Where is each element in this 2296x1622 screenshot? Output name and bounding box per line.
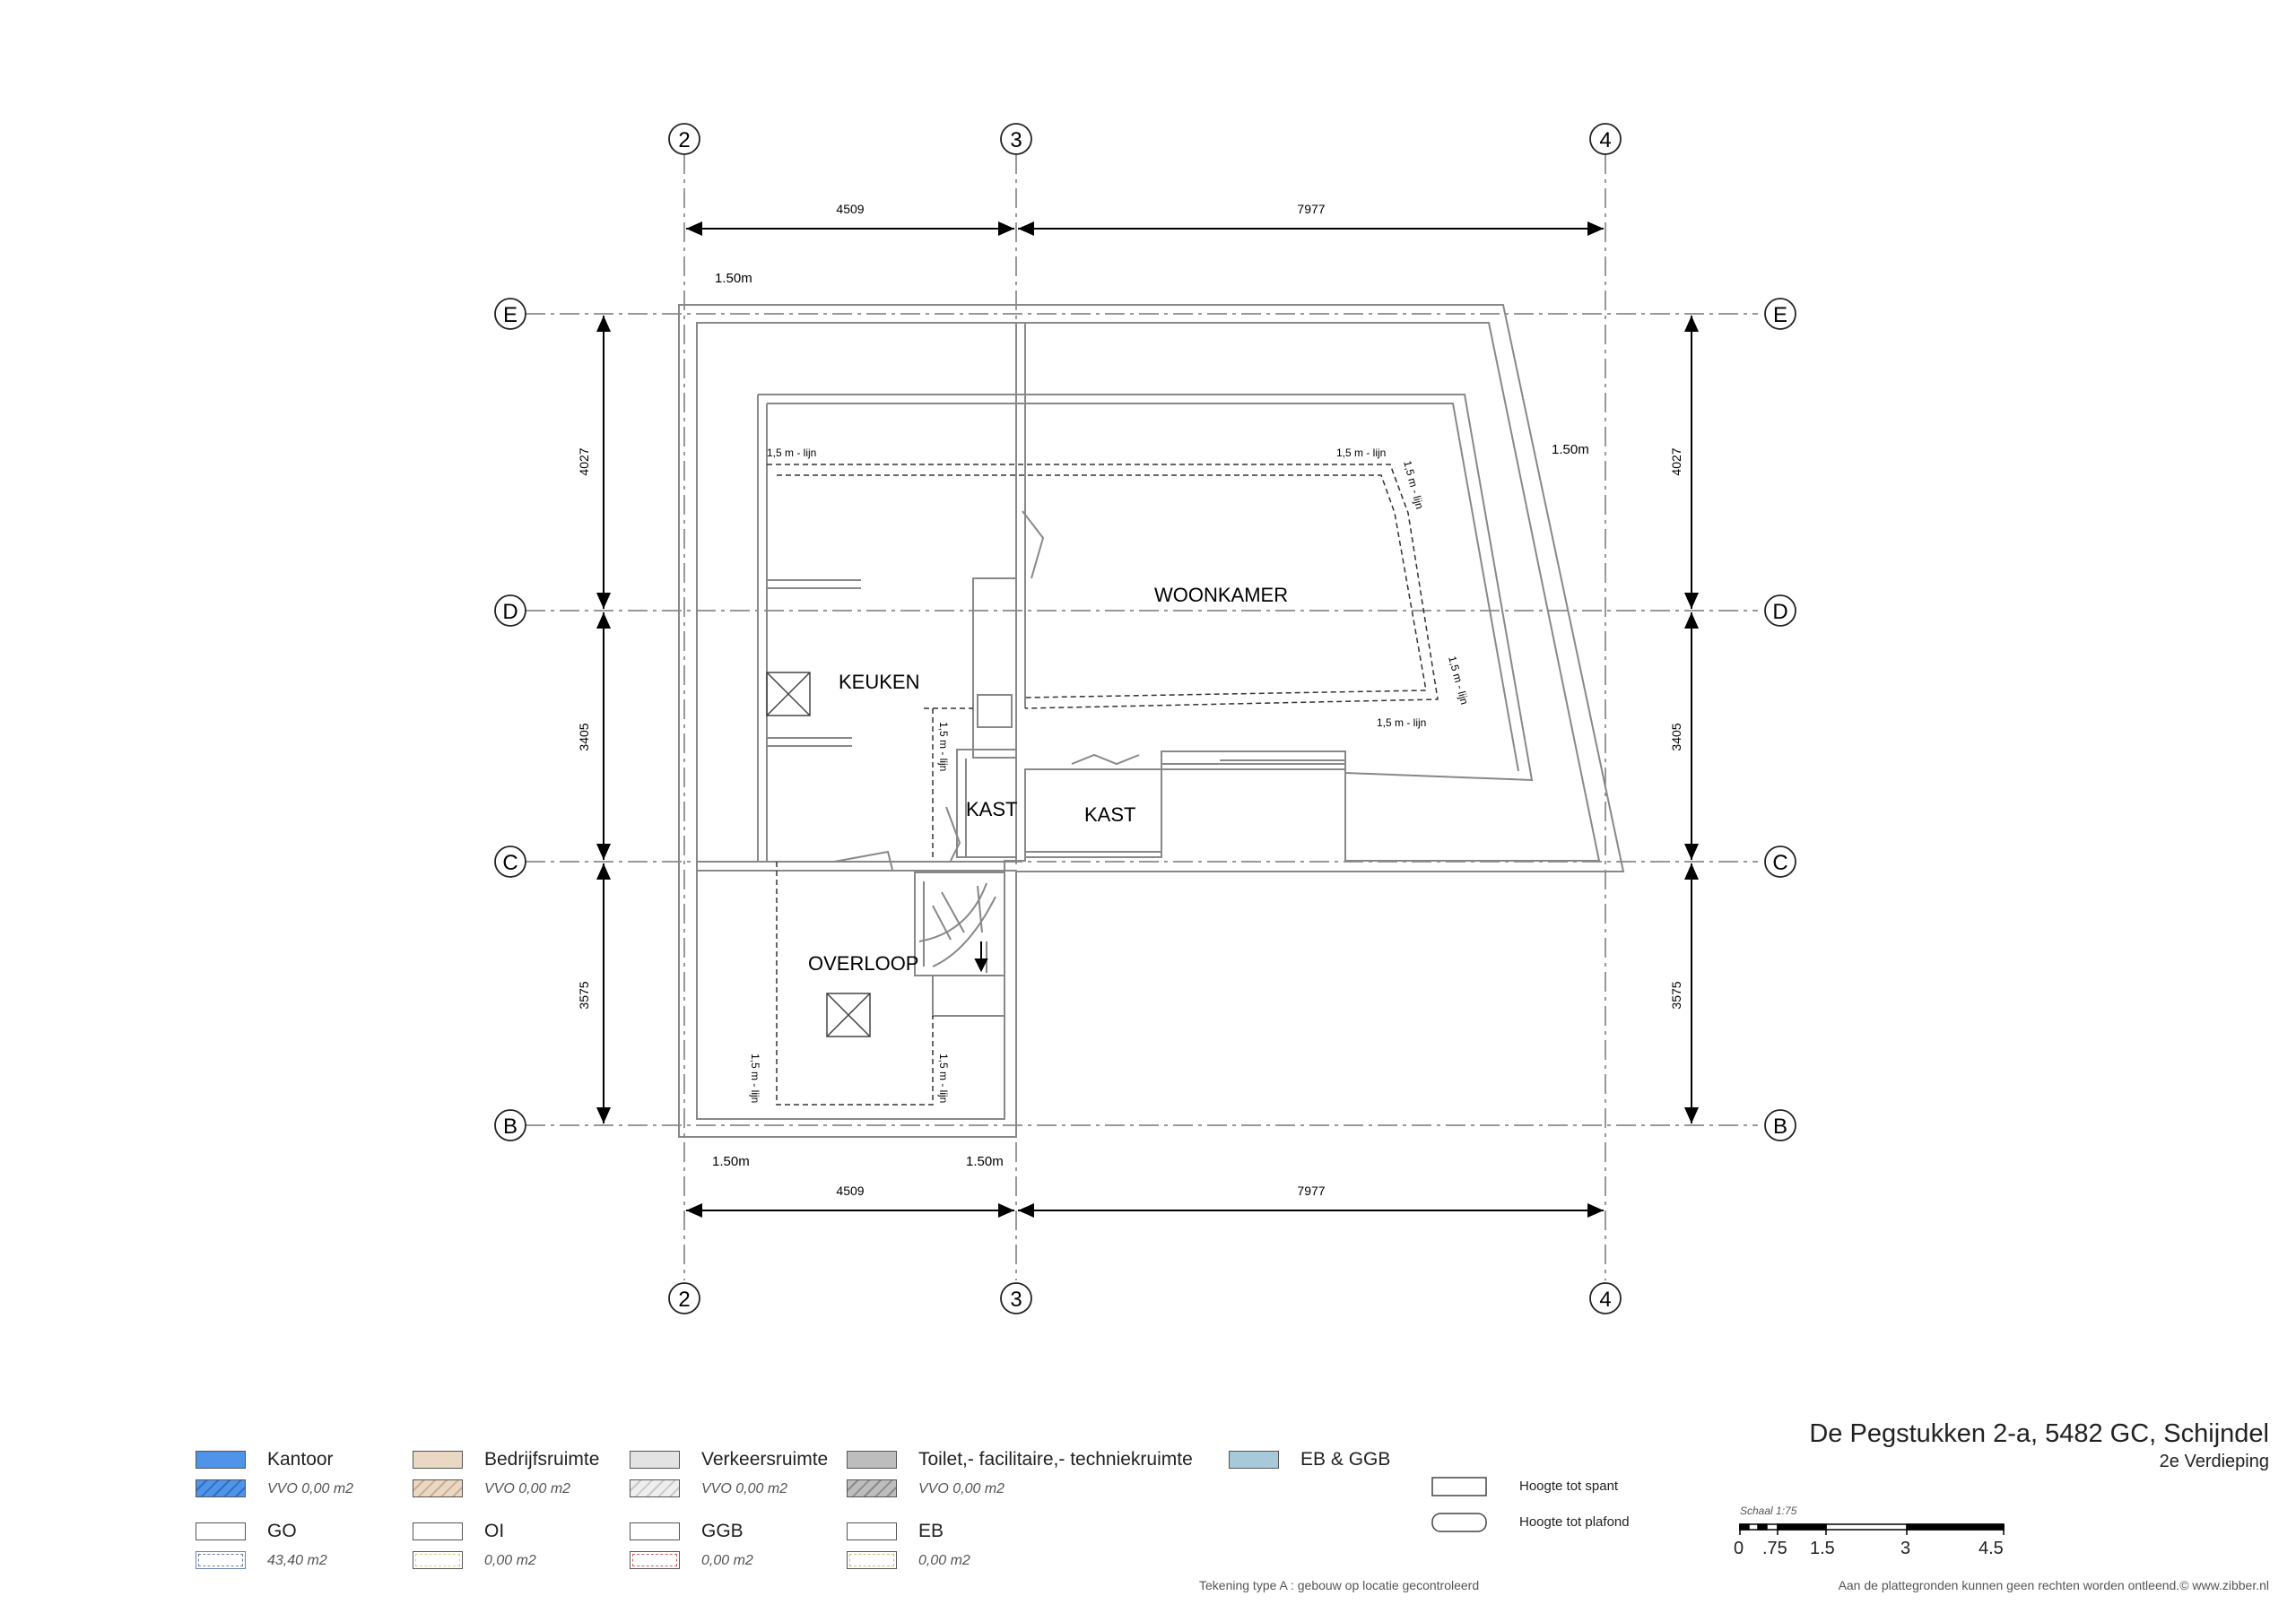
grid-row-b-left: B — [503, 1115, 517, 1139]
room-keuken: KEUKEN — [839, 671, 919, 693]
scale-tick-3: 3 — [1900, 1539, 1911, 1558]
grid-row-b-right: B — [1773, 1115, 1787, 1139]
room-kast-1: KAST — [966, 798, 1017, 820]
hoogte-legend-shapes — [1431, 1477, 1487, 1532]
dim-left-1: 4027 — [577, 447, 591, 475]
address-title: De Pegstukken 2-a, 5482 GC, Schijndel — [1809, 1419, 2269, 1448]
height-lines — [767, 464, 1439, 1106]
grid-col-2-bottom: 2 — [678, 1288, 690, 1312]
dimension-lines — [596, 221, 1699, 1218]
grid-row-d-left: D — [502, 600, 517, 624]
scale-tick-2: 1.5 — [1810, 1539, 1835, 1558]
grid-col-2-top: 2 — [678, 128, 690, 152]
scale-tick-4: 4.5 — [1979, 1539, 2004, 1558]
walls — [678, 304, 1625, 1138]
hoogte-spant-label: Hoogte tot spant — [1519, 1479, 1619, 1494]
footer-disclaimer: Aan de plattegronden kunnen geen rechten… — [1838, 1578, 2269, 1592]
dim-bottom-2: 7977 — [1297, 1184, 1325, 1198]
grid-row-d-right: D — [1772, 600, 1787, 624]
grid-row-e-right: E — [1773, 303, 1787, 327]
floor-subtitle: 2e Verdieping — [2159, 1452, 2269, 1471]
footer-tekening: Tekening type A : gebouw op locatie geco… — [1199, 1578, 1480, 1592]
grid-col-3-top: 3 — [1010, 128, 1022, 152]
dim-bottom-1: 4509 — [836, 1184, 864, 1198]
skylights — [766, 672, 871, 1037]
grid-row-c-right: C — [1772, 851, 1787, 875]
line-label-8: 1,5 m - lijn — [937, 1054, 950, 1103]
line-label-5: 1,5 m - lijn — [1377, 716, 1426, 729]
hoogte-plafond-label: Hoogte tot plafond — [1519, 1514, 1630, 1530]
grid-bubbles — [494, 123, 1796, 1314]
grid-col-3-bottom: 3 — [1010, 1288, 1022, 1312]
room-woonkamer: WOONKAMER — [1154, 584, 1288, 606]
grid-col-4-bottom: 4 — [1599, 1288, 1611, 1312]
dim-right-1: 4027 — [1669, 447, 1683, 475]
stair-arrow — [974, 941, 988, 973]
offset-bottom-mid: 1.50m — [966, 1154, 1004, 1169]
scale-bar — [1739, 1523, 2005, 1535]
room-overloop: OVERLOOP — [808, 952, 918, 975]
scale-tick-1: .75 — [1762, 1539, 1787, 1558]
offset-right: 1.50m — [1552, 442, 1589, 457]
dim-top-2: 7977 — [1297, 202, 1325, 216]
offset-top-left: 1.50m — [715, 271, 752, 286]
line-label-6: 1,5 m - lijn — [937, 722, 950, 771]
dim-left-2: 3405 — [577, 723, 591, 750]
line-label-7: 1,5 m - lijn — [749, 1054, 761, 1103]
offset-bottom-left: 1.50m — [712, 1154, 750, 1169]
scale-tick-0: 0 — [1734, 1539, 1744, 1558]
room-kast-2: KAST — [1084, 803, 1135, 826]
grid-row-c-left: C — [502, 851, 517, 875]
scale-label: Schaal 1:75 — [1740, 1505, 1797, 1517]
dim-left-3: 3575 — [577, 981, 591, 1009]
dim-top-1: 4509 — [836, 202, 864, 216]
grid-col-4-top: 4 — [1599, 128, 1611, 152]
dim-right-3: 3575 — [1669, 981, 1683, 1009]
line-label-4: 1,5 m - lijn — [1446, 655, 1471, 706]
dim-right-2: 3405 — [1669, 723, 1683, 750]
line-label-1: 1,5 m - lijn — [767, 447, 816, 459]
grid-row-e-left: E — [503, 303, 517, 327]
line-label-2: 1,5 m - lijn — [1336, 447, 1386, 459]
